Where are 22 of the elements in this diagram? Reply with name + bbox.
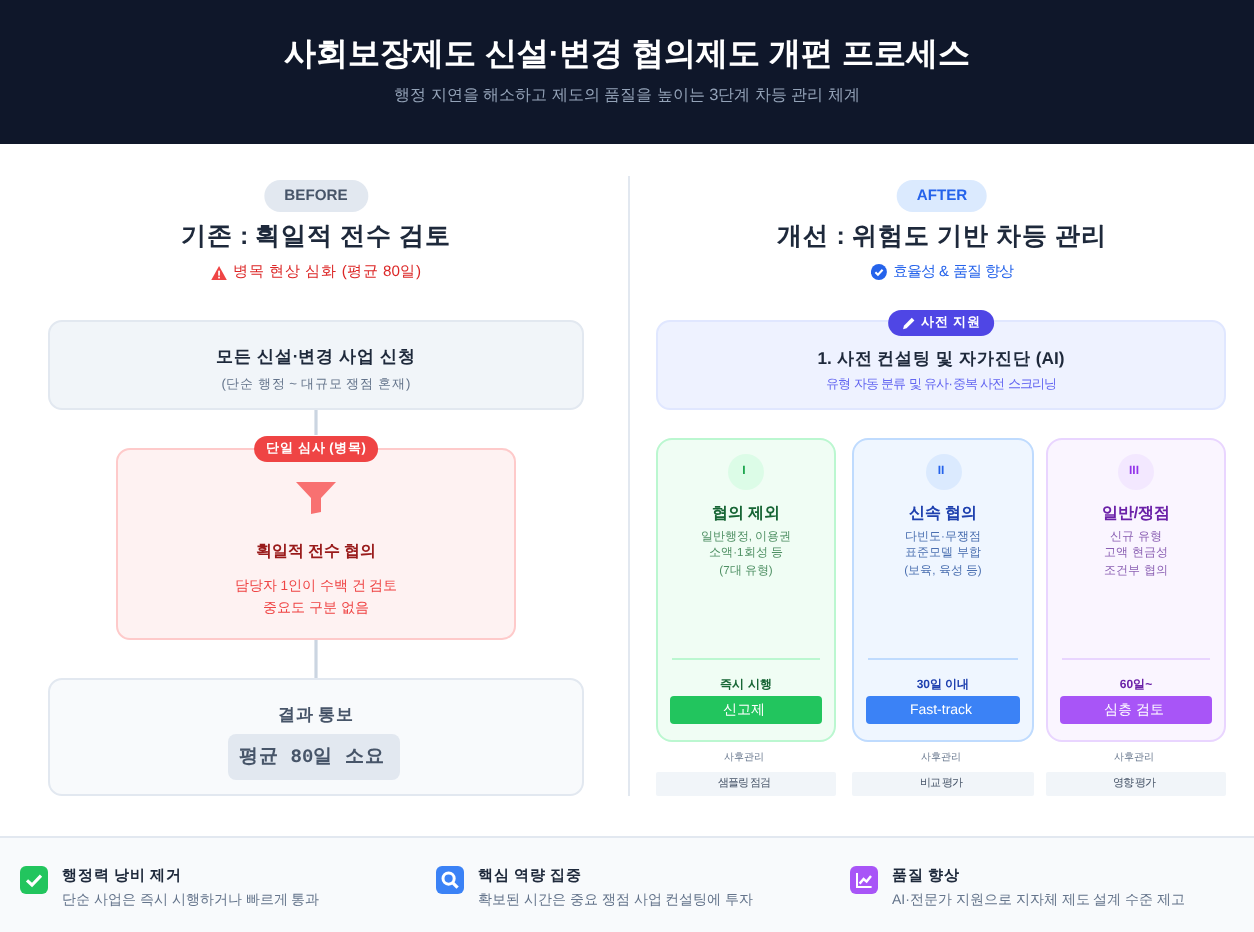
category-card — [1046, 438, 1226, 742]
connector-line — [314, 410, 318, 435]
card-title: 협의 제외 — [711, 504, 781, 524]
label-bar — [866, 696, 1020, 724]
process-box — [48, 320, 584, 410]
title: 사회보장제도 신설·변경 협의제도 개편 프로세스 — [283, 35, 971, 75]
category-card — [656, 438, 836, 742]
label-bar — [1060, 696, 1212, 724]
connector-line — [314, 640, 318, 678]
heading: 개선 : 위험도 기반 차등 관리 — [777, 220, 1107, 252]
box-title: 결과 통보 — [277, 703, 355, 725]
box-title: 모든 신설·변경 사업 신청 — [215, 345, 417, 367]
card-title: 일반/쟁점 — [1101, 504, 1171, 524]
label-bar — [670, 696, 822, 724]
heading: 기존 : 획일적 전수 검토 — [180, 220, 452, 252]
box-title: 획일적 전수 협의 — [255, 542, 377, 562]
category-card — [852, 438, 1034, 742]
duration-text: 평균 80일 소요 — [239, 745, 385, 769]
subtitle: 행정 지연을 해소하고 제도의 품질을 높이는 3단계 차등 관리 체계 — [393, 83, 861, 105]
result-box — [48, 678, 584, 796]
card-title: 신속 협의 — [908, 504, 978, 524]
box-title: 1. 사전 컨설팅 및 자가진단 (AI) — [817, 347, 1065, 369]
